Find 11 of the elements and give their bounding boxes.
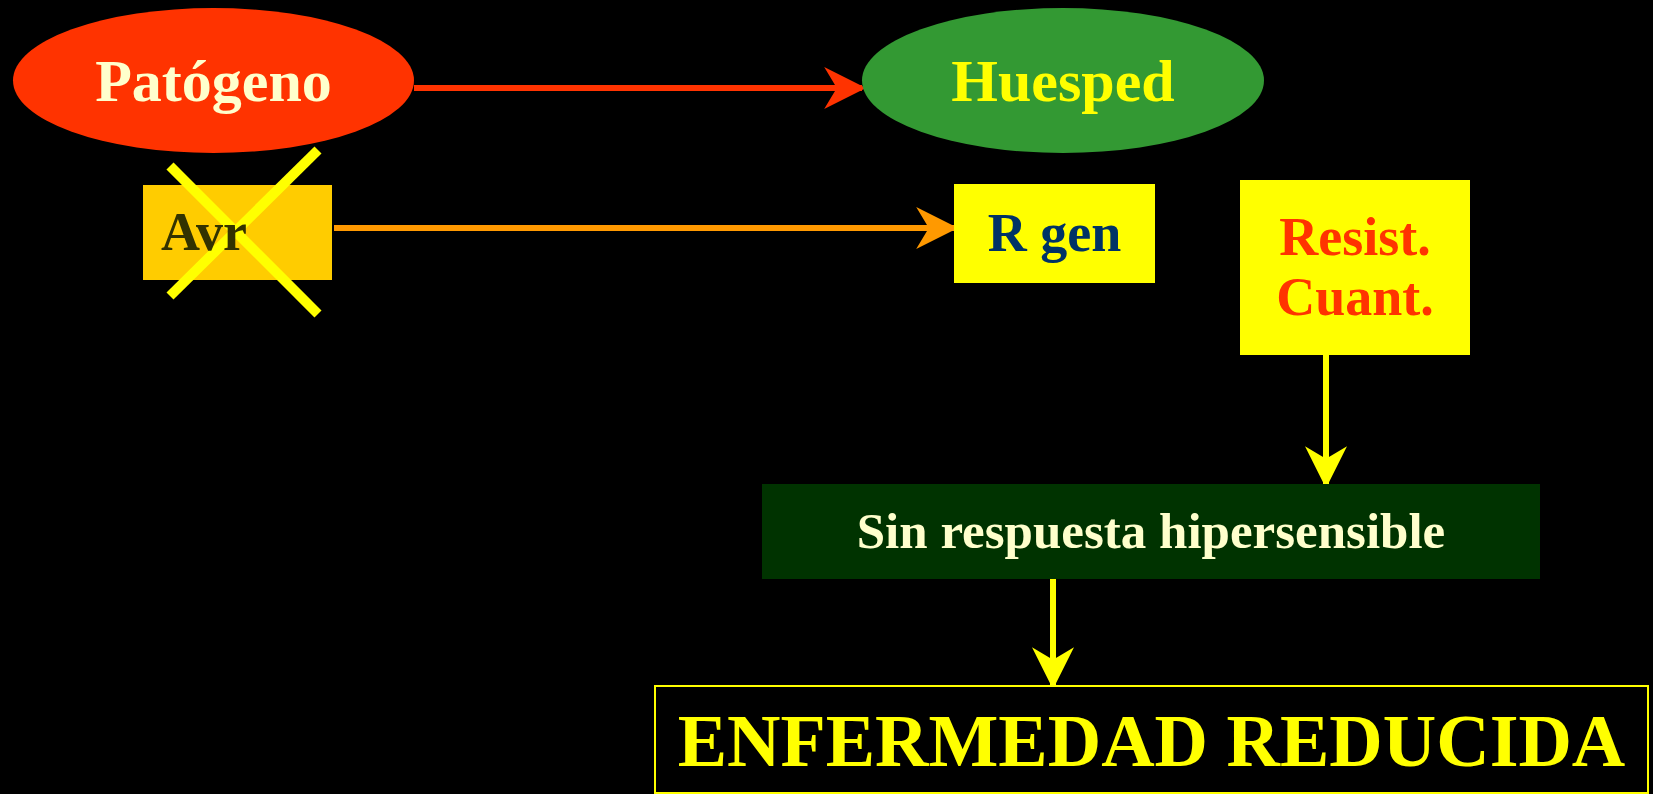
node-label: Sin respuesta hipersensible: [856, 503, 1446, 560]
node-label: Patógeno: [95, 47, 332, 114]
node-label: Resist. Cuant.: [1275, 208, 1435, 327]
node-label: Huesped: [951, 47, 1175, 114]
gene-box: [954, 184, 1155, 283]
node-label: R gen: [987, 203, 1122, 264]
node-label: Avr: [161, 202, 247, 263]
outcome-box: [654, 685, 1649, 794]
resistance-box: [1240, 180, 1470, 355]
response-box: [762, 484, 1540, 579]
node-label: ENFERMEDAD REDUCIDA: [677, 701, 1626, 783]
